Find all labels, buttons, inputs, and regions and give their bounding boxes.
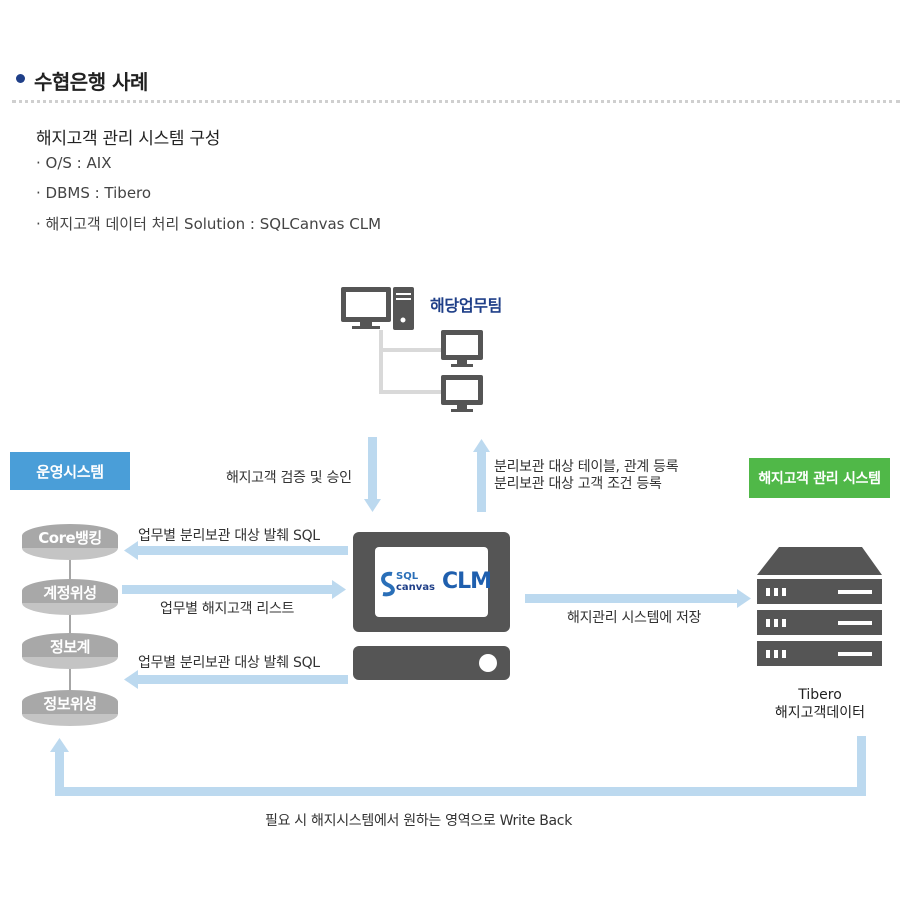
verify-down-arrow <box>364 437 381 512</box>
clm-server-icon <box>353 532 510 680</box>
ops-database-stack <box>22 524 118 726</box>
server-label-line2: 해지고객데이터 <box>774 705 866 721</box>
customer-list-arrow <box>122 580 346 599</box>
customer-list-label: 업무별 해지고객 리스트 <box>160 601 295 617</box>
register-label-line2: 분리보관 대상 고객 조건 등록 <box>494 476 662 492</box>
store-arrow <box>525 589 751 608</box>
spec-solution: · 해지고객 데이터 처리 Solution : SQLCanvas CLM <box>36 215 382 233</box>
team-computers-icon <box>341 287 483 412</box>
database-disk-icon <box>22 524 118 560</box>
store-label: 해지관리 시스템에 저장 <box>567 610 702 626</box>
sql-issue-label-2: 업무별 분리보관 대상 발췌 SQL <box>138 655 320 671</box>
sql-issue-arrow-1 <box>124 541 348 560</box>
logo-sql-text: SQL <box>396 571 419 582</box>
write-back-label: 필요 시 해지시스템에서 원하는 영역으로 Write Back <box>265 813 573 829</box>
sqlcanvas-clm-logo <box>381 571 395 597</box>
system-subtitle: 해지고객 관리 시스템 구성 <box>36 129 221 149</box>
db-label-info: 정보계 <box>50 638 90 656</box>
database-disk-icon <box>22 633 118 669</box>
section-title: 수협은행 사례 <box>34 70 148 94</box>
logo-clm-text: CLM <box>442 569 492 594</box>
db-label-account: 계정위성 <box>43 584 97 602</box>
register-up-arrow <box>473 439 490 512</box>
spec-dbms: · DBMS : Tibero <box>36 184 152 202</box>
section-divider <box>12 100 900 103</box>
register-label-line1: 분리보관 대상 테이블, 관계 등록 <box>494 459 679 475</box>
db-label-core: Core뱅킹 <box>38 529 102 547</box>
mgmt-system-box: 해지고객 관리 시스템 <box>749 458 890 498</box>
verify-approve-label: 해지고객 검증 및 승인 <box>226 470 352 486</box>
write-back-arrow <box>50 736 866 796</box>
spec-os: · O/S : AIX <box>36 154 112 172</box>
tibero-server-icon <box>757 547 882 666</box>
ops-system-box: 운영시스템 <box>10 452 130 490</box>
section-bullet-icon <box>16 74 25 83</box>
logo-canvas-text: canvas <box>396 582 436 593</box>
database-disk-icon <box>22 690 118 726</box>
sql-issue-label-1: 업무별 분리보관 대상 발췌 SQL <box>138 528 320 544</box>
db-label-info-satellite: 정보위성 <box>43 695 97 713</box>
sql-issue-arrow-2 <box>124 670 348 689</box>
team-label: 해당업무팀 <box>430 296 503 315</box>
database-disk-icon <box>22 579 118 615</box>
server-label-line1: Tibero <box>798 687 842 703</box>
